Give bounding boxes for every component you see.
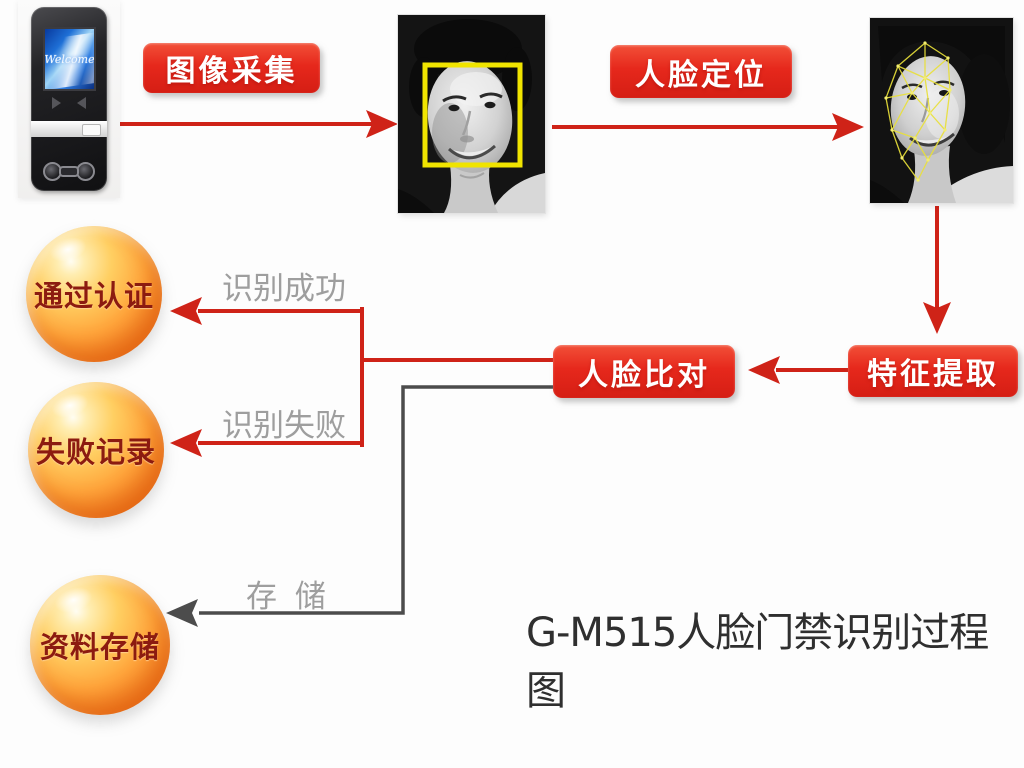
captured-face-photo xyxy=(398,15,545,213)
lens-connector xyxy=(59,166,79,177)
arrowhead-locate xyxy=(832,113,864,141)
device-card-slot xyxy=(31,121,107,137)
play-triangle-icon xyxy=(52,97,61,109)
outcome-pass-label: 通过认证 xyxy=(33,279,154,313)
face-mesh-overlay xyxy=(884,41,952,182)
device-slot-button xyxy=(82,124,101,136)
device-screen-text: Welcome xyxy=(44,52,95,66)
outcome-pass-authentication: 通过认证 xyxy=(26,226,162,362)
access-control-device: Welcome xyxy=(18,0,120,198)
step-face-comparison: 人脸比对 xyxy=(553,345,735,398)
face-portrait-2 xyxy=(870,18,1013,203)
arrowhead-compare xyxy=(748,356,780,384)
step-feature-extraction: 特征提取 xyxy=(848,345,1018,397)
dual-camera-icon xyxy=(31,145,107,198)
step-image-capture: 图像采集 xyxy=(143,43,320,93)
outcome-data-storage: 资料存储 xyxy=(30,575,170,715)
arrowhead-extract xyxy=(923,302,951,334)
outcome-store-label: 资料存储 xyxy=(39,630,160,664)
edge-label-recognition-success: 识别成功 xyxy=(222,271,346,307)
arrowhead-success xyxy=(170,297,202,325)
edge-label-recognition-failure: 识别失败 xyxy=(222,408,346,444)
arrowhead-capture xyxy=(366,110,398,138)
outcome-fail-label: 失败记录 xyxy=(35,435,156,469)
step-face-location: 人脸定位 xyxy=(610,45,792,98)
device-nav-icons xyxy=(31,97,107,109)
edge-label-storage: 存 储 xyxy=(246,579,330,615)
arrowhead-failure xyxy=(170,429,202,457)
face-bounding-box xyxy=(422,62,523,168)
landmark-face-photo xyxy=(870,18,1013,203)
outcome-failure-record: 失败记录 xyxy=(28,382,164,518)
arrowhead-storage xyxy=(166,599,198,627)
reverse-triangle-icon xyxy=(77,97,86,109)
device-screen: Welcome xyxy=(43,27,96,91)
diagram-title: G-M515人脸门禁识别过程图 xyxy=(526,610,989,714)
face-portrait-1 xyxy=(398,15,545,213)
device-body: Welcome xyxy=(31,7,107,191)
